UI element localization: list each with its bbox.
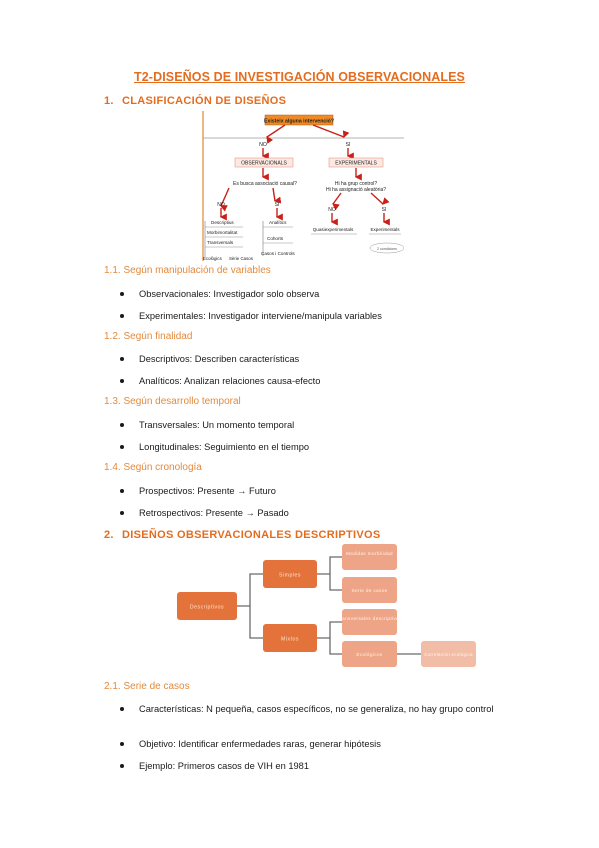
- si-label: SI: [346, 142, 351, 148]
- observacionals-label: OBSERVACIONALS: [241, 161, 287, 167]
- root-label: Existeix alguna intervenció?: [264, 119, 334, 125]
- exp-no: NO: [328, 207, 336, 213]
- list-item: Observacionales: Investigador solo obser…: [120, 288, 500, 301]
- subheading-2-1: 2.1. Serie de casos: [104, 681, 190, 692]
- section-heading-1: 1. CLASIFICACIÓN DE DISEÑOS: [104, 95, 286, 107]
- subheading-1-3: 1.3. Según desarrollo temporal: [104, 396, 241, 407]
- list-item: Transversales: Un momento temporal: [120, 419, 500, 432]
- transversals-label: Transversals: [207, 240, 234, 245]
- mixtos-b-child-node: [421, 641, 476, 667]
- q-exp-1: Hi ha grup control?: [335, 181, 377, 187]
- section-number: 1.: [104, 95, 114, 107]
- list-item: Longitudinales: Seguimiento en el tiempo: [120, 441, 500, 454]
- mixtos-a-label: Transversales descriptivos: [337, 616, 402, 621]
- simples-a-label: Medidas morbilidad: [346, 551, 393, 556]
- experimentals-leaf-label: Experimentals: [370, 227, 400, 232]
- classification-diagram: Existeix alguna intervenció? NO SI OBSER…: [201, 111, 405, 263]
- experimentals-box: [328, 157, 384, 168]
- list-item: Descriptivos: Describen características: [120, 353, 500, 366]
- bullet-dot: [120, 292, 124, 296]
- mixtos-b-node: [342, 641, 397, 667]
- mixtos-node: [263, 624, 317, 652]
- obs-no: NO: [217, 202, 225, 208]
- list-item: Analíticos: Analizan relaciones causa-ef…: [120, 375, 500, 388]
- condicions-label: 2 condicions: [377, 247, 397, 251]
- serie-casos-label: Sèrie Casos: [229, 256, 254, 261]
- section-label: DISEÑOS OBSERVACIONALES DESCRIPTIVOS: [122, 529, 381, 541]
- mixtos-b-child-label: Correlación ecológica: [424, 652, 473, 657]
- simples-node-label: Simples: [279, 573, 301, 579]
- document-title: T2-DISEÑOS DE INVESTIGACIÓN OBSERVACIONA…: [134, 70, 465, 84]
- descriptive-designs-diagram: Descriptivos Simples Mixtos Medidas morb…: [175, 540, 485, 674]
- experimentals-label: EXPERIMENTALS: [335, 161, 377, 167]
- list-item: Ejemplo: Primeros casos de VIH en 1981: [120, 760, 500, 773]
- q-obs: Es busca associació causal?: [233, 181, 297, 187]
- subheading-1-2: 1.2. Según finalidad: [104, 331, 193, 342]
- list-item: Experimentales: Investigador interviene/…: [120, 310, 500, 323]
- bullet-dot: [120, 489, 124, 493]
- list-item: Objetivo: Identificar enfermedades raras…: [120, 738, 500, 751]
- arrow-root-si: [312, 124, 350, 139]
- section-number: 2.: [104, 529, 114, 541]
- quasiexperimentals-label: Quasiexperimentals: [313, 227, 354, 232]
- casos-controls-label: Casos i Controls: [261, 251, 295, 256]
- bullet-dot: [120, 445, 124, 449]
- root-node-label: Descriptivos: [190, 605, 224, 611]
- morbimortalitat-label: Morbimortalitat: [207, 230, 238, 235]
- list-item: Características: N pequeña, casos especí…: [120, 703, 500, 716]
- root-box: [264, 114, 334, 126]
- bullet-dot: [120, 357, 124, 361]
- simples-a-node: [342, 544, 397, 570]
- descriptius-label: Descriptius: [211, 220, 234, 225]
- mixtos-node-label: Mixtos: [281, 637, 299, 643]
- bullet-dot: [120, 742, 124, 746]
- simples-node: [263, 560, 317, 588]
- section-label: CLASIFICACIÓN DE DISEÑOS: [122, 95, 287, 107]
- subheading-1-1: 1.1. Según manipulación de variables: [104, 265, 271, 276]
- bullet-dot: [120, 314, 124, 318]
- list-item: Retrospectivos: Presente → Pasado: [120, 507, 500, 520]
- list-item: Prospectivos: Presente → Futuro: [120, 485, 500, 498]
- root-node: [177, 592, 237, 620]
- cohorts-label: Cohorts: [267, 236, 284, 241]
- no-label: NO: [259, 142, 267, 148]
- ecologics-label: Ecològics: [203, 256, 223, 261]
- bullet-dot: [120, 511, 124, 515]
- connector-root-mixtos: [249, 606, 263, 639]
- simples-b-node: [342, 577, 397, 603]
- subheading-1-4: 1.4. Según cronología: [104, 462, 202, 473]
- bullet-dot: [120, 707, 124, 711]
- connector-root-simples: [237, 573, 263, 607]
- observacionals-box: [234, 157, 294, 168]
- arrow-root-no: [266, 124, 286, 144]
- mixtos-b-label: Ecológicos: [356, 652, 383, 657]
- q-exp-2: Hi ha assignació aleatòria?: [326, 187, 386, 193]
- bullet-dot: [120, 423, 124, 427]
- section-heading-2: 2. DISEÑOS OBSERVACIONALES DESCRIPTIVOS: [104, 529, 381, 541]
- exp-si: SI: [382, 207, 387, 213]
- bullet-dot: [120, 379, 124, 383]
- analitics-label: Analítics: [269, 220, 287, 225]
- mixtos-a-node: [342, 609, 397, 635]
- bullet-dot: [120, 764, 124, 768]
- simples-b-label: Serie de casos: [352, 588, 388, 593]
- obs-si: SI: [275, 202, 280, 208]
